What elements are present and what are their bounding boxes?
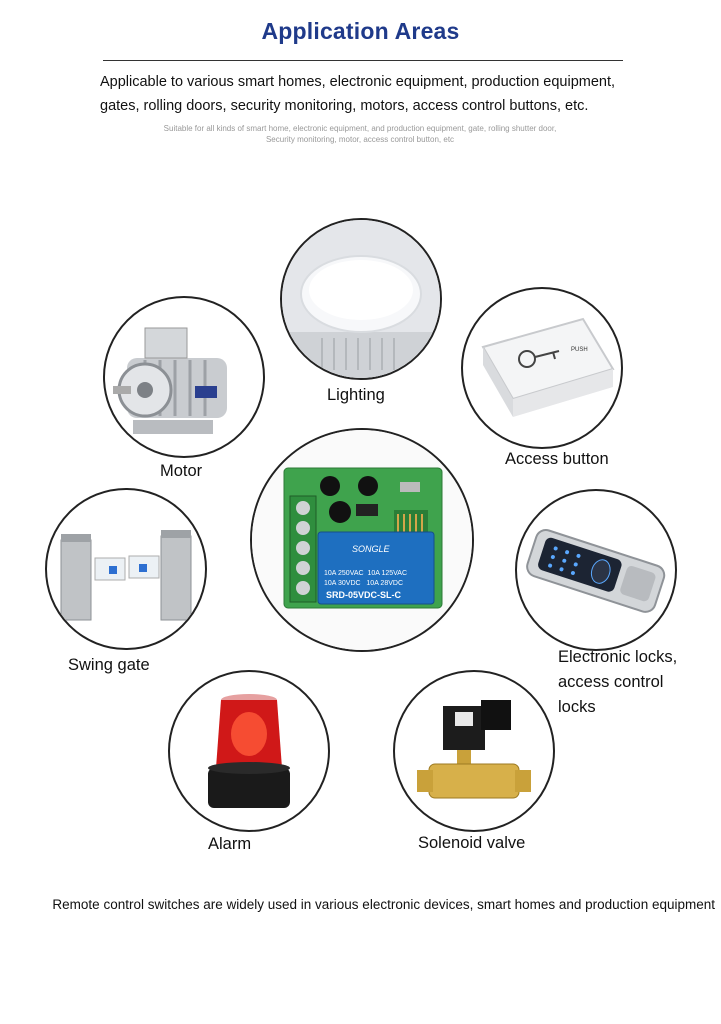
description: Applicable to various smart homes, elect… [100, 70, 660, 118]
solenoid-valve-image [393, 670, 555, 832]
relay-board-image: SONGLE 10A 250VAC 10A 125VAC 10A 30VDC 1… [250, 428, 474, 652]
relay-model: SRD-05VDC-SL-C [326, 590, 402, 600]
lighting-image [280, 218, 442, 380]
relay-spec-1: 10A 250VAC 10A 125VAC [324, 570, 408, 577]
solenoid-valve-label: Solenoid valve [418, 834, 526, 852]
electronic-locks-label-line-2: access control [558, 673, 664, 691]
access-button-image: PUSH [461, 287, 623, 449]
sub-description: Suitable for all kinds of smart home, el… [80, 123, 640, 145]
sub-description-line-1: Suitable for all kinds of smart home, el… [163, 124, 557, 133]
description-line-1: Applicable to various smart homes, elect… [100, 74, 616, 90]
electronic-locks-label-line-3: locks [558, 698, 596, 716]
footer-text: Remote control switches are widely used … [52, 897, 715, 912]
relay-brand: SONGLE [352, 544, 390, 554]
electronic-lock-image [515, 489, 677, 651]
alarm-label: Alarm [208, 835, 252, 853]
sub-description-line-2: Security monitoring, motor, access contr… [265, 135, 455, 144]
title-divider [103, 60, 623, 61]
motor-label: Motor [160, 462, 203, 480]
page-title: Application Areas [261, 18, 460, 44]
relay-spec-2: 10A 30VDC 10A 28VDC [324, 580, 403, 587]
description-line-2: gates, rolling doors, security monitorin… [100, 98, 589, 114]
motor-image [103, 296, 265, 458]
swing-gate-image [45, 488, 207, 650]
electronic-locks-label-line-1: Electronic locks, [558, 648, 678, 666]
svg-text:PUSH: PUSH [571, 347, 588, 353]
swing-gate-label: Swing gate [68, 656, 150, 674]
electronic-locks-label: Electronic locks, access control locks [558, 645, 718, 720]
lighting-label: Lighting [327, 386, 385, 404]
access-button-label: Access button [505, 450, 609, 468]
alarm-image [168, 670, 330, 832]
